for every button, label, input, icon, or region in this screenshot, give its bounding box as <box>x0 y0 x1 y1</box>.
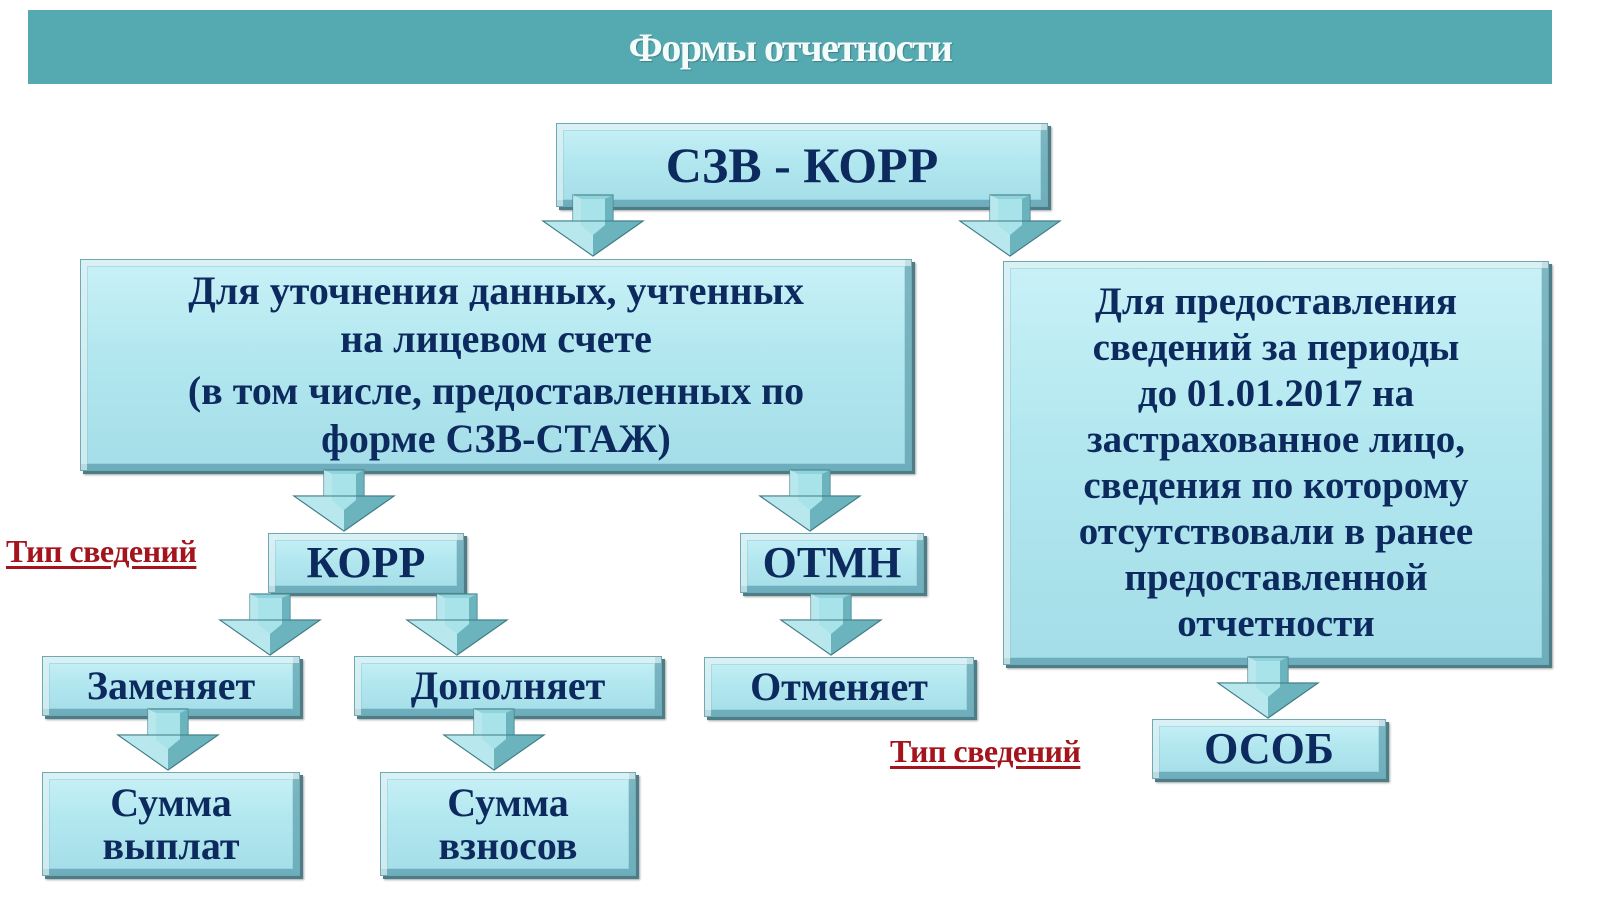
node-osob-label: ОСОБ <box>1204 724 1334 774</box>
node-summa-vznosov: Сумма взносов <box>380 772 636 876</box>
node-zamenyaet-label: Заменяет <box>86 663 256 709</box>
node-otmn-label: ОТМН <box>762 538 902 588</box>
right-branch-line-7: предоставленной <box>1124 556 1428 600</box>
arrow-down-icon <box>779 593 883 656</box>
node-summa-vyplat: Сумма выплат <box>42 772 300 876</box>
left-branch-line-4: форме СЗВ-СТАЖ) <box>321 416 671 461</box>
node-dopolnyaet-label: Дополняет <box>410 663 606 709</box>
arrow-down-icon <box>442 708 546 771</box>
node-left-branch: Для уточнения данных, учтенных на лицево… <box>80 259 912 471</box>
node-szv-korr-label: СЗВ - КОРР <box>665 137 939 193</box>
left-branch-line-1: Для уточнения данных, учтенных <box>188 268 804 313</box>
summa-vznosov-line-1: Сумма <box>447 779 569 825</box>
arrow-down-icon <box>958 194 1062 257</box>
right-branch-line-8: отчетности <box>1177 602 1375 646</box>
summa-vyplat-line-2: выплат <box>102 823 240 868</box>
left-branch-line-2: на лицевом счете <box>340 316 652 361</box>
left-branch-line-3: (в том числе, предоставленных по <box>187 368 805 413</box>
node-korr-label: КОРР <box>306 538 426 588</box>
arrow-down-icon <box>541 194 645 257</box>
arrow-down-icon <box>1216 656 1320 719</box>
type-label-left: Тип сведений <box>6 533 197 569</box>
node-dopolnyaet: Дополняет <box>354 656 662 716</box>
node-otmenyaet-label: Отменяет <box>750 664 928 710</box>
node-korr: КОРР <box>268 533 464 593</box>
right-branch-line-5: сведения по которому <box>1083 464 1469 507</box>
right-branch-line-2: сведений за периоды <box>1092 325 1460 369</box>
arrow-down-icon <box>758 469 862 532</box>
node-otmenyaet: Отменяет <box>704 657 974 717</box>
summa-vyplat-line-1: Сумма <box>110 779 232 825</box>
node-right-branch: Для предоставления сведений за периоды д… <box>1003 261 1549 665</box>
node-zamenyaet: Заменяет <box>42 656 300 716</box>
arrow-down-icon <box>218 593 322 656</box>
arrow-down-icon <box>116 708 220 771</box>
summa-vznosov-line-2: взносов <box>438 823 578 868</box>
title-bar: Формы отчетности <box>28 10 1552 84</box>
right-branch-line-4: застрахованное лицо, <box>1087 417 1465 461</box>
right-branch-line-1: Для предоставления <box>1095 279 1457 323</box>
arrow-down-icon <box>405 593 509 656</box>
node-otmn: ОТМН <box>740 533 924 593</box>
page-title: Формы отчетности <box>628 24 953 70</box>
arrow-down-icon <box>292 469 396 532</box>
right-branch-line-6: отсутствовали в ранее <box>1078 510 1474 554</box>
type-label-right: Тип сведений <box>890 733 1081 769</box>
node-szv-korr: СЗВ - КОРР <box>556 123 1048 207</box>
right-branch-line-3: до 01.01.2017 на <box>1137 371 1415 415</box>
node-osob: ОСОБ <box>1152 719 1386 779</box>
